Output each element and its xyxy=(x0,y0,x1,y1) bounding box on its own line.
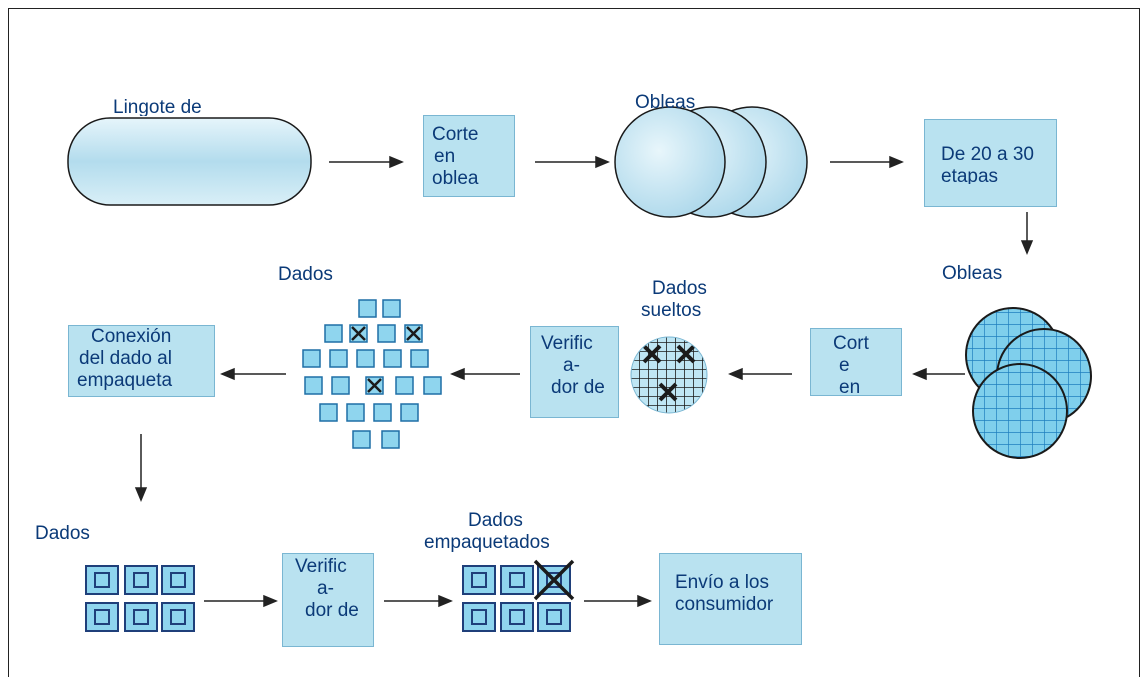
box-verifier-bottom-line2: a- xyxy=(317,578,334,599)
dice-defect-marks xyxy=(351,326,421,393)
packaged-defect-mark xyxy=(533,559,575,601)
label-wafers-top: Obleas xyxy=(635,92,696,113)
box-bonding-line3: empaqueta xyxy=(77,370,173,391)
box-verifier-mid: Verific a- dor de xyxy=(530,326,619,418)
dice-cluster xyxy=(302,299,442,449)
label-packaged-dice-line2: empaquetados xyxy=(424,532,550,552)
flow-arrows xyxy=(134,155,1034,608)
box-wafer-cut-line2: en xyxy=(434,146,456,167)
frame-tick-right xyxy=(1139,660,1140,677)
box-shipping-line2: consumidor xyxy=(675,594,774,615)
ingot-shape xyxy=(67,117,312,206)
label-loose-dice-line2: sueltos xyxy=(641,300,702,321)
label-dice-top: Dados xyxy=(278,264,333,285)
box-verifier-bottom: Verific a- dor de xyxy=(282,553,374,647)
box-steps-line1: De 20 a 30 xyxy=(941,144,1034,165)
box-verifier-mid-line1: Verific xyxy=(541,333,593,354)
label-packaged-dice-line1: Dados xyxy=(468,510,523,531)
box-wafer-cut-line1: Corte xyxy=(432,124,479,145)
label-loose-dice-line1: Dados xyxy=(652,278,707,299)
box-cut-right: Cort e en xyxy=(810,328,902,396)
frame-tick-left xyxy=(8,660,9,677)
box-steps: De 20 a 30 etapas xyxy=(924,119,1057,207)
packaged-dice-left xyxy=(85,565,195,632)
label-ingot: Lingote de xyxy=(113,97,202,116)
wafers-stack-top xyxy=(614,106,808,218)
box-shipping: Envío a los consumidor xyxy=(659,553,802,645)
box-shipping-line1: Envío a los xyxy=(675,572,769,593)
packaged-dice-left-inner xyxy=(94,572,186,625)
wafers-patterned-right xyxy=(965,307,1092,459)
loose-dice-circle xyxy=(630,336,708,414)
box-bonding: Conexión del dado al empaqueta xyxy=(68,325,215,397)
box-cut-right-line1: Cort xyxy=(833,333,869,354)
box-bonding-line2: del dado al xyxy=(79,348,172,369)
packaged-dice-verified-inner xyxy=(471,572,562,625)
box-steps-line2: etapas xyxy=(941,166,999,184)
box-wafer-cut: Corte en oblea xyxy=(423,115,515,197)
packaged-dice-verified xyxy=(462,565,571,632)
diagram-frame xyxy=(8,8,1140,665)
box-wafer-cut-line3: oblea xyxy=(432,168,479,189)
box-verifier-mid-line2: a- xyxy=(563,355,580,376)
label-wafers-right: Obleas xyxy=(942,263,1003,284)
box-verifier-bottom-line3: dor de xyxy=(305,600,359,621)
box-cut-right-line2: e xyxy=(839,355,850,376)
box-cut-right-line3: en xyxy=(839,377,861,396)
label-dice-bottom: Dados xyxy=(35,523,90,544)
box-verifier-bottom-line1: Verific xyxy=(295,556,347,577)
box-bonding-line1: Conexión xyxy=(91,326,172,347)
box-verifier-mid-line3: dor de xyxy=(551,377,605,398)
